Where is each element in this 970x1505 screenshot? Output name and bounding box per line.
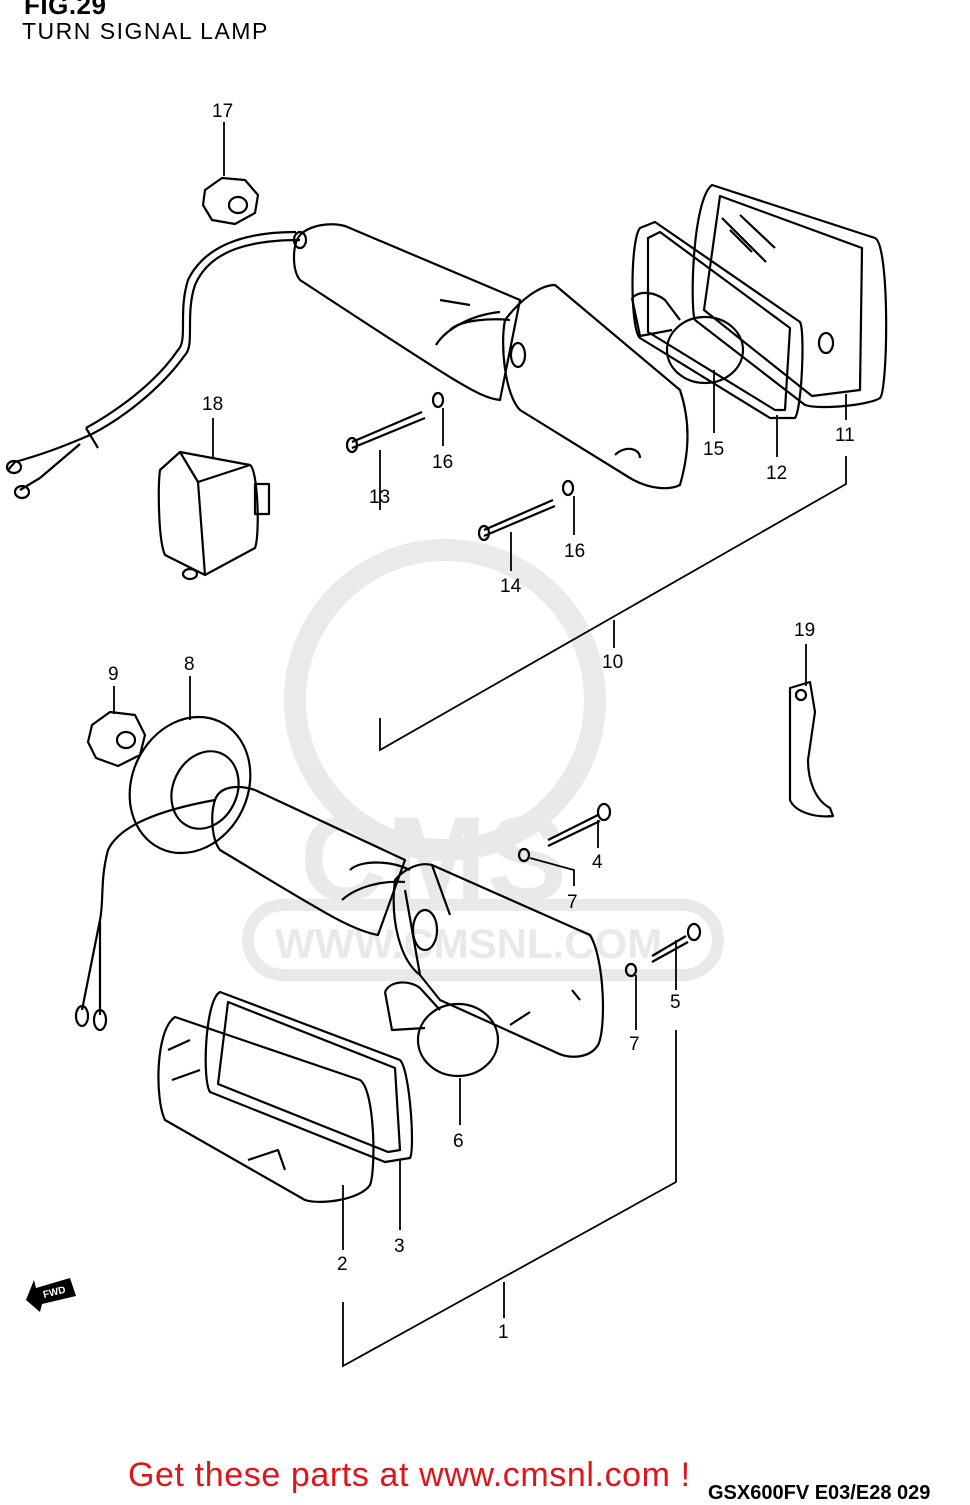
bulb-6 — [383, 981, 500, 1078]
gasket-3 — [204, 990, 414, 1164]
upper-wire-harness — [14, 238, 301, 464]
callout-17: 17 — [212, 101, 233, 122]
upper-lamp-housing — [502, 283, 689, 490]
lens-11 — [691, 183, 888, 409]
callout-2: 2 — [337, 1254, 348, 1275]
group-bracket-10 — [379, 456, 847, 752]
callout-7: 7 — [567, 892, 578, 913]
callout-8: 8 — [184, 654, 195, 675]
callout-18: 18 — [202, 394, 223, 415]
callout-11: 11 — [835, 425, 855, 446]
callout-12: 12 — [766, 463, 787, 484]
lower-turn-signal-assembly — [74, 710, 702, 1203]
callout-16: 16 — [432, 452, 453, 473]
callout-4: 4 — [592, 852, 603, 873]
relay-18 — [157, 450, 271, 581]
screw-14 — [483, 498, 554, 532]
model-code: GSX600FV E03/E28 029 — [708, 1482, 931, 1504]
callout-5: 5 — [670, 992, 681, 1013]
figure-number: FIG.29 — [24, 0, 107, 20]
screw-4 — [547, 814, 599, 841]
callout-9: 9 — [108, 664, 119, 685]
screw-5 — [651, 935, 687, 957]
upper-lamp-body — [292, 223, 522, 402]
screw-13 — [351, 410, 423, 444]
upper-turn-signal-assembly — [5, 176, 888, 818]
cms-watermark: CMS WWW.CMSNL.COM — [242, 539, 724, 981]
fwd-arrow-icon: FWD — [26, 1278, 76, 1312]
lower-lamp-body — [211, 785, 407, 937]
bracket-19 — [788, 680, 835, 818]
nut-17 — [201, 176, 260, 226]
leader-lines — [113, 122, 847, 1368]
fwd-label: FWD — [42, 1285, 67, 1301]
bulb-15 — [630, 291, 745, 385]
callout-3: 3 — [394, 1236, 405, 1257]
callout-6: 6 — [453, 1131, 464, 1152]
lower-lamp-housing — [392, 863, 605, 1058]
buy-parts-link[interactable]: Get these parts at www.cmsnl.com ! — [128, 1456, 691, 1494]
nut-9 — [86, 710, 147, 768]
callout-10: 10 — [602, 652, 623, 673]
callout-7: 7 — [629, 1034, 640, 1055]
figure-title: TURN SIGNAL LAMP — [22, 18, 269, 44]
gasket-12 — [631, 220, 804, 420]
watermark-text: WWW.CMSNL.COM — [275, 920, 662, 967]
callout-numbers: 17 18 16 13 15 12 11 16 14 10 19 9 8 4 7… — [108, 101, 855, 1343]
cushion-8 — [128, 715, 252, 855]
lens-2 — [157, 1015, 375, 1203]
callout-1: 1 — [498, 1322, 509, 1343]
callout-16: 16 — [564, 541, 585, 562]
group-bracket-1 — [342, 1030, 677, 1368]
callout-14: 14 — [500, 576, 522, 597]
callout-13: 13 — [369, 487, 390, 508]
callout-15: 15 — [703, 439, 724, 460]
svg-text:CMS: CMS — [300, 792, 567, 926]
callout-19: 19 — [794, 620, 815, 641]
